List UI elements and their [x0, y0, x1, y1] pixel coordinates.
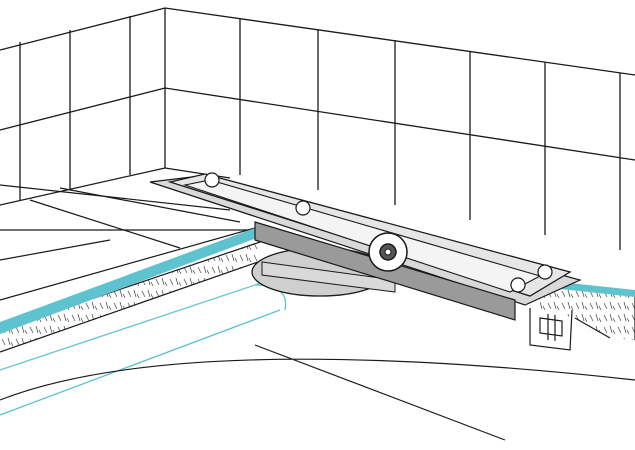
linear-drain-channel — [149, 172, 582, 321]
wall-tiles — [0, 7, 635, 250]
base-slab — [0, 344, 635, 441]
mounting-bracket — [529, 308, 573, 351]
floor-tiles — [0, 167, 256, 301]
screed-layer — [0, 241, 635, 353]
waterproof-membrane — [0, 228, 635, 334]
